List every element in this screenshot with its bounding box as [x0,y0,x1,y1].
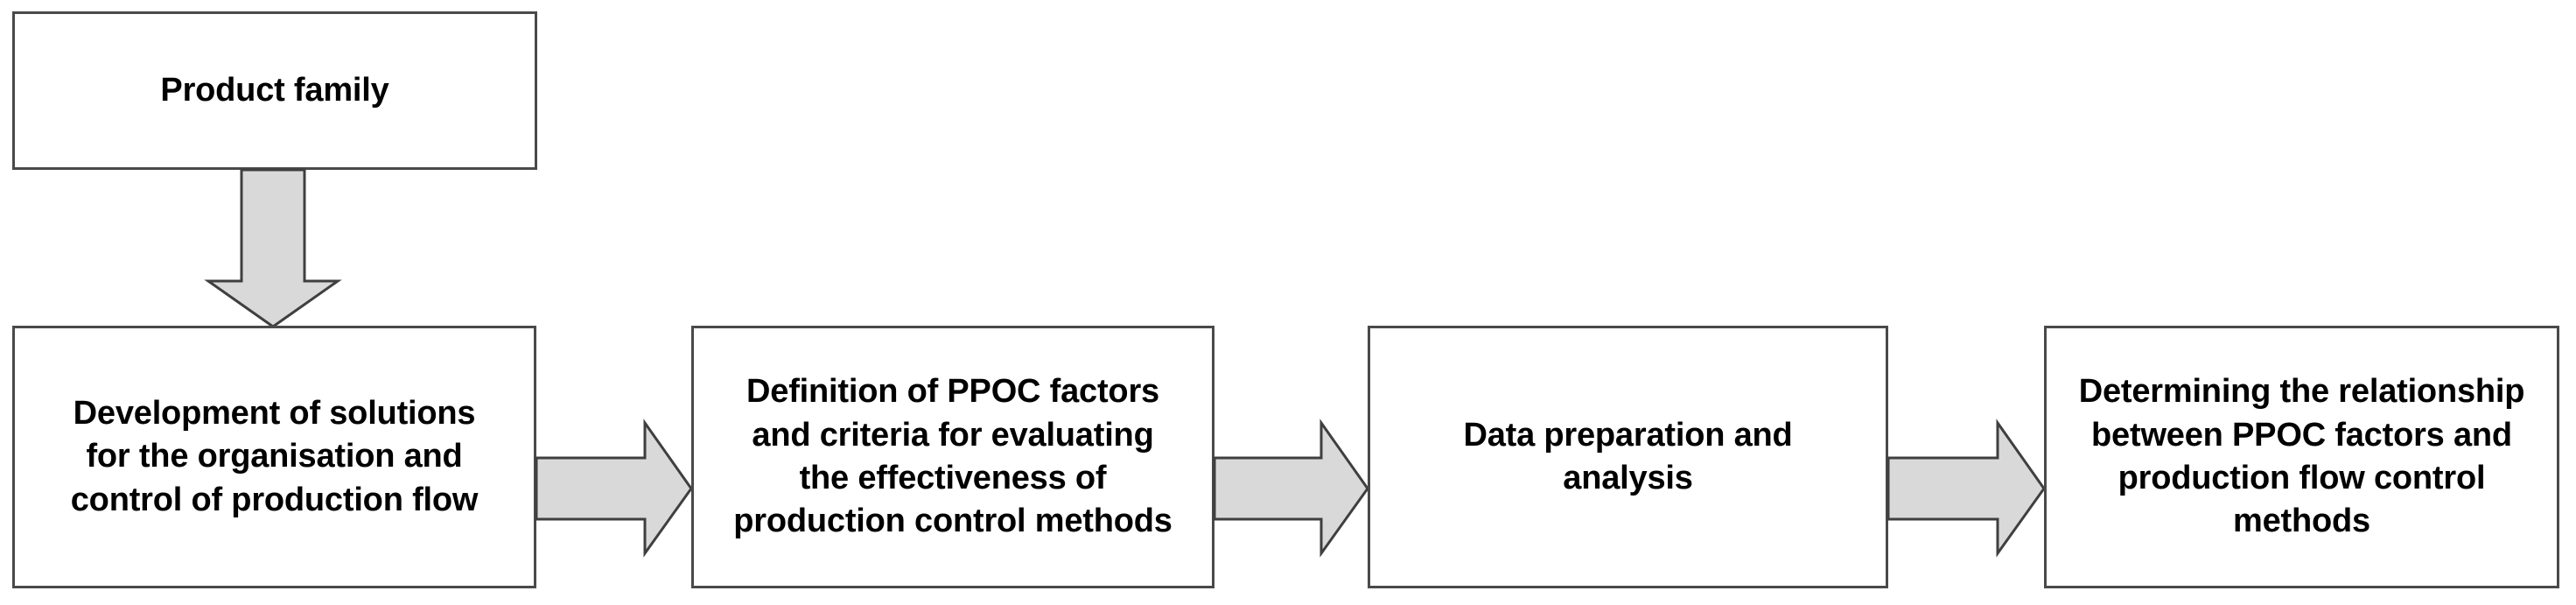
right-arrow-shape [1886,419,2046,558]
down-arrow-shape [204,168,342,328]
right-arrow-shape [535,419,693,558]
right-arrow-shape [1213,419,1369,558]
node-data-preparation-and-analysis-label: Data preparation and analysis [1463,416,1793,496]
arrow-product-family-to-development [204,168,342,328]
node-development-of-solutions: Development of solutions for the organis… [12,326,536,588]
node-product-family-label: Product family [160,71,389,109]
node-data-preparation-and-analysis: Data preparation and analysis [1368,326,1888,588]
node-development-of-solutions-label: Development of solutions for the organis… [70,394,479,518]
arrow-development-to-definition [535,419,693,558]
node-determining-the-relationship-label: Determining the relationship between PPO… [2078,373,2525,540]
node-definition-of-ppoc-factors: Definition of PPOC factors and criteria … [691,326,1214,588]
node-product-family: Product family [12,11,537,170]
arrow-data-preparation-to-determining [1886,419,2046,558]
node-determining-the-relationship: Determining the relationship between PPO… [2044,326,2559,588]
node-definition-of-ppoc-factors-label: Definition of PPOC factors and criteria … [733,373,1172,540]
arrow-definition-to-data-preparation [1213,419,1369,558]
